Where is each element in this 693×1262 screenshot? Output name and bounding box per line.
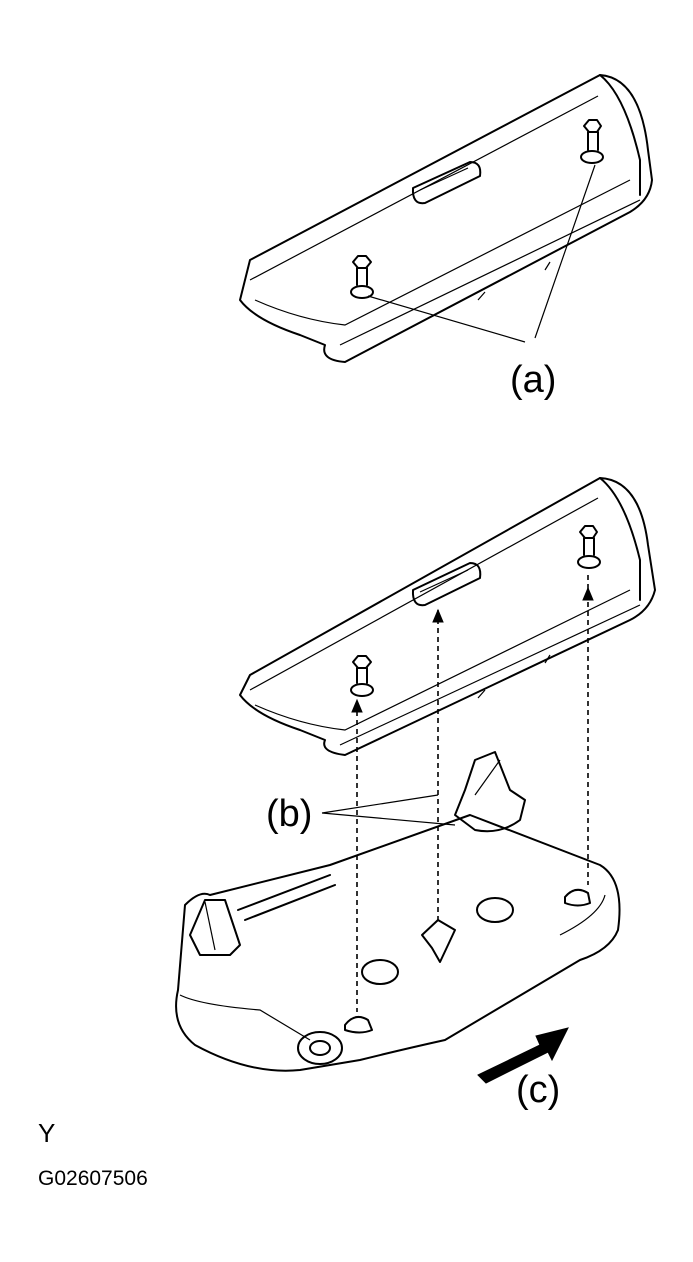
screw-icon: [577, 525, 601, 569]
callout-c: (c): [516, 1069, 560, 1111]
screw-icon: [580, 119, 604, 164]
figure-code: G02607506: [38, 1167, 148, 1190]
cover-installed-view: (a): [239, 74, 653, 401]
screw-icon: [350, 655, 374, 697]
callout-b: (b): [266, 793, 312, 835]
cover-exploded-view: (b) (c): [175, 477, 656, 1111]
direction-arrow-icon: [477, 1027, 569, 1084]
screw-icon: [350, 255, 374, 299]
callout-a: (a): [510, 359, 556, 401]
clip-icon: [421, 919, 456, 963]
caption-marker: Y: [38, 1118, 56, 1148]
